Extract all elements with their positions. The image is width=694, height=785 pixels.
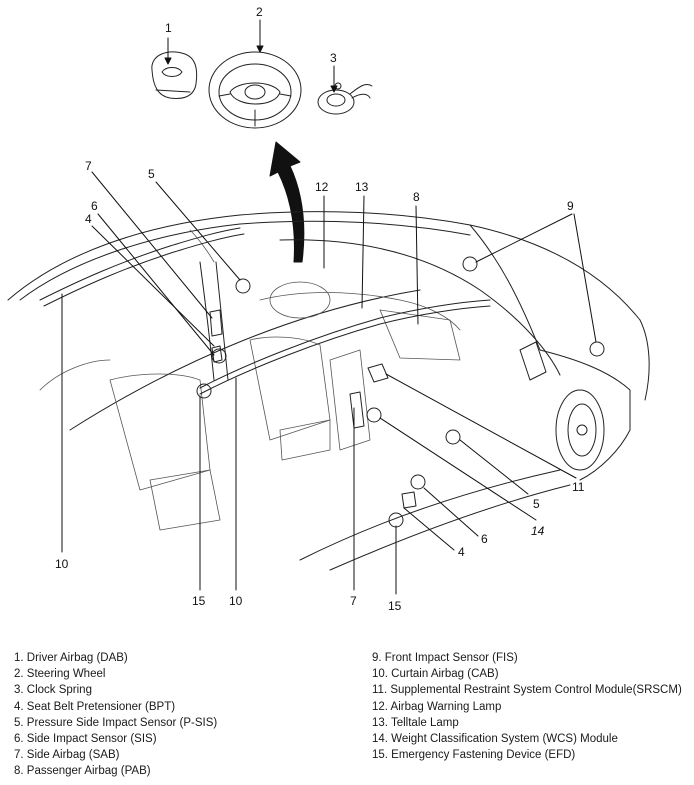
curtain-airbag-left — [39, 227, 241, 301]
callout-4-bottom: 4 — [458, 545, 465, 559]
bpt-part-left — [211, 345, 223, 363]
callout-2: 2 — [256, 5, 263, 19]
sensor-circle-6a — [211, 348, 227, 364]
legend-item: 10. Curtain Airbag (CAB) — [372, 668, 499, 681]
legend-item: 5. Pressure Side Impact Sensor (P-SIS) — [14, 716, 218, 729]
legend-item: 14. Weight Classification System (WCS) M… — [372, 733, 618, 746]
steering-wheel-drawing — [208, 51, 302, 129]
sensor-circle-15a — [196, 383, 212, 399]
side-airbag-pad — [209, 309, 223, 337]
callout-12: 12 — [315, 180, 329, 194]
exploded-view-arrow — [269, 141, 305, 263]
driver-airbag-drawing — [151, 51, 198, 99]
legend-item: 4. Seat Belt Pretensioner (BPT) — [14, 700, 176, 713]
legend-item: 6. Side Impact Sensor (SIS) — [14, 733, 157, 746]
callout-15-left: 15 — [192, 594, 206, 608]
callout-7-top: 7 — [85, 159, 92, 173]
callout-8: 8 — [413, 190, 420, 204]
sensor-circle-6b — [410, 474, 426, 490]
callout-14: 14 — [531, 524, 545, 538]
sensor-circle-14 — [366, 407, 382, 423]
vehicle-body-outline — [7, 211, 650, 571]
callout-7-bottom: 7 — [350, 594, 357, 608]
side-airbag-pad-right — [349, 391, 365, 429]
callout-5-top: 5 — [148, 167, 155, 181]
legend-item: 12. Airbag Warning Lamp — [372, 700, 502, 713]
callout-6-top: 6 — [91, 199, 98, 213]
legend-item: 8. Passenger Airbag (PAB) — [14, 765, 151, 778]
callout-6-bottom: 6 — [481, 532, 488, 546]
sensor-circle-9a — [462, 256, 478, 272]
legend-left-column: 1. Driver Airbag (DAB) 2. Steering Wheel… — [14, 650, 217, 780]
callout-15-right: 15 — [388, 599, 402, 613]
callout-arrowheads — [164, 45, 338, 93]
legend-item: 2. Steering Wheel — [14, 668, 106, 681]
bpt-part-right — [401, 491, 417, 509]
callout-4-top: 4 — [85, 212, 92, 226]
legend-item: 1. Driver Airbag (DAB) — [14, 652, 128, 664]
srscm-module — [367, 363, 389, 383]
callout-5-bottom: 5 — [533, 497, 540, 511]
callout-10-middle: 10 — [229, 594, 243, 608]
airbag-component-location-diagram: 1 2 3 7 6 4 5 12 13 8 9 11 5 14 6 4 10 1… — [7, 5, 650, 613]
legend-item: 9. Front Impact Sensor (FIS) — [372, 652, 518, 664]
sensor-circle-9b — [589, 341, 605, 357]
legend-item: 3. Clock Spring — [14, 684, 92, 697]
clock-spring-drawing — [317, 82, 373, 115]
callout-9: 9 — [567, 199, 574, 213]
legend-item: 13. Telltale Lamp — [372, 716, 459, 729]
vehicle-interior-outline — [39, 229, 461, 531]
callout-1: 1 — [165, 21, 172, 35]
curtain-airbag-right — [199, 299, 491, 389]
callout-3: 3 — [330, 51, 337, 65]
legend-item: 11. Supplemental Restraint System Contro… — [372, 684, 682, 697]
curtain-airbag-right-2 — [199, 305, 491, 395]
legend-right-column: 9. Front Impact Sensor (FIS) 10. Curtain… — [372, 650, 682, 763]
sensor-circle-5a — [235, 278, 251, 294]
legend-item: 15. Emergency Fastening Device (EFD) — [372, 749, 576, 762]
callout-10-left: 10 — [55, 557, 69, 571]
leader-lines — [61, 19, 597, 595]
callout-11: 11 — [572, 480, 585, 494]
legend-item: 7. Side Airbag (SAB) — [14, 749, 120, 762]
callout-13: 13 — [355, 180, 369, 194]
callout-labels: 1 2 3 7 6 4 5 12 13 8 9 11 5 14 6 4 10 1… — [55, 5, 585, 613]
sensor-circle-5b — [445, 429, 461, 445]
curtain-airbag-left-2 — [43, 233, 245, 307]
